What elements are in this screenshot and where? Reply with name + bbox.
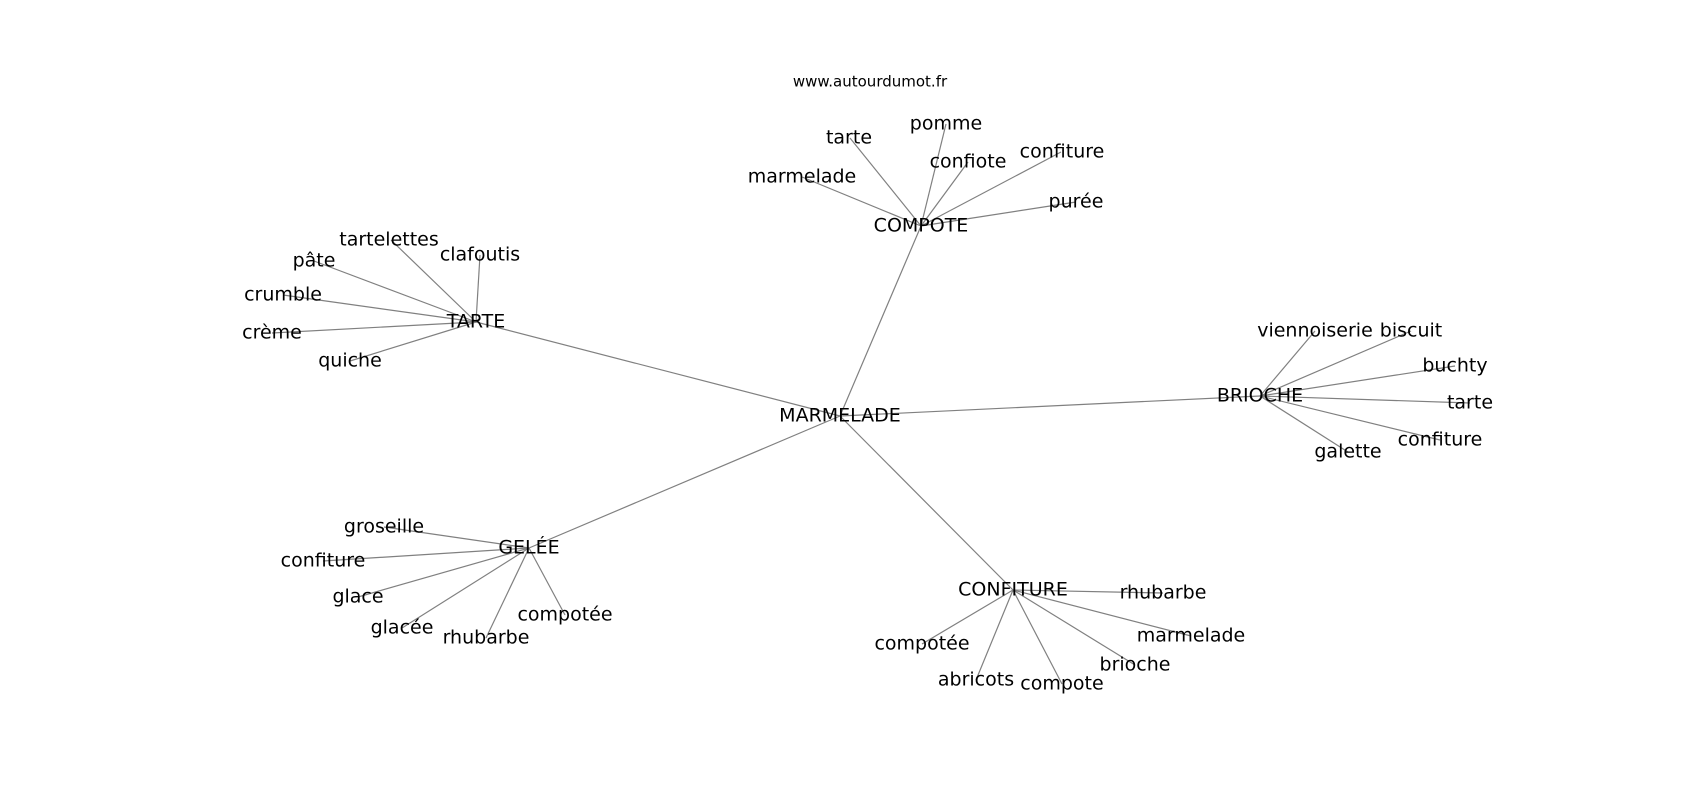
node-t-crumble: crumble xyxy=(244,284,322,306)
node-f-abricots: abricots xyxy=(938,669,1014,691)
node-f-marmelade: marmelade xyxy=(1137,625,1246,647)
edge-tarte-t-creme xyxy=(271,321,477,334)
edge-marmelade-confiture xyxy=(839,415,1014,591)
node-t-creme: crème xyxy=(242,322,302,344)
node-brioche: BRIOCHE xyxy=(1217,385,1303,407)
edge-marmelade-gelee xyxy=(528,415,841,549)
node-c-puree: purée xyxy=(1049,191,1104,213)
node-gelee: GELÉE xyxy=(498,536,559,559)
edge-compote-c-confiture xyxy=(920,151,1062,227)
edge-marmelade-compote xyxy=(839,225,922,417)
edge-compote-c-tarte xyxy=(849,137,922,227)
edge-tarte-t-crumble xyxy=(282,294,477,323)
node-t-pate: pâte xyxy=(293,250,336,272)
edge-gelee-g-confiture xyxy=(322,547,530,562)
node-f-rhubarbe: rhubarbe xyxy=(1120,582,1207,604)
edge-tarte-t-pate xyxy=(313,260,477,323)
edge-confiture-f-abricots xyxy=(975,589,1014,681)
node-g-confiture: confiture xyxy=(281,550,366,572)
edge-gelee-g-glacee xyxy=(401,547,530,629)
edge-gelee-g-groseille xyxy=(383,526,530,549)
node-c-confiote: confiote xyxy=(930,151,1007,173)
node-g-glacee: glacée xyxy=(371,617,434,639)
edge-marmelade-tarte xyxy=(475,321,841,417)
edge-tarte-t-clafoutis xyxy=(475,254,481,323)
node-c-pomme: pomme xyxy=(910,113,982,135)
node-marmelade: MARMELADE xyxy=(779,405,901,427)
node-compote: COMPOTE xyxy=(874,215,969,237)
node-t-tartelettes: tartelettes xyxy=(339,229,439,251)
edge-compote-c-marmelade xyxy=(801,176,922,227)
node-g-rhubarbe: rhubarbe xyxy=(443,627,530,649)
edge-brioche-b-biscuit xyxy=(1259,330,1412,397)
graph-labels: MARMELADE COMPOTE tarte pomme marmelade confi… xyxy=(242,113,1493,695)
edge-compote-c-pomme xyxy=(920,123,947,227)
edge-gelee-g-glace xyxy=(357,547,530,598)
node-c-confiture: confiture xyxy=(1020,141,1105,163)
node-tarte: TARTE xyxy=(446,311,506,333)
edge-gelee-g-rhubarbe xyxy=(485,547,530,639)
node-confiture: CONFITURE xyxy=(958,579,1068,601)
node-f-brioche: brioche xyxy=(1100,654,1171,676)
node-g-groseille: groseille xyxy=(344,516,424,538)
edge-confiture-f-marmelade xyxy=(1012,589,1192,637)
node-f-compotee: compotée xyxy=(874,633,969,655)
edge-compote-c-confiote xyxy=(920,161,969,227)
node-b-biscuit: biscuit xyxy=(1380,320,1442,342)
edge-confiture-f-compotee xyxy=(921,589,1014,645)
graph-edges xyxy=(271,123,1471,685)
edge-brioche-b-viennoiserie xyxy=(1259,330,1316,397)
edge-compote-c-puree xyxy=(920,201,1077,227)
node-c-marmelade: marmelade xyxy=(748,166,857,188)
node-t-clafoutis: clafoutis xyxy=(440,244,520,266)
node-c-tarte: tarte xyxy=(826,127,872,149)
node-b-tarte: tarte xyxy=(1447,392,1493,414)
node-b-confiture: confiture xyxy=(1398,429,1483,451)
edge-marmelade-brioche xyxy=(839,395,1261,417)
edge-brioche-b-confiture xyxy=(1259,395,1441,441)
edge-brioche-b-tarte xyxy=(1259,395,1471,404)
edge-tarte-t-quiche xyxy=(349,321,477,362)
edge-tarte-t-tartelettes xyxy=(390,239,477,323)
edge-confiture-f-compote xyxy=(1012,589,1063,685)
node-b-buchty: buchty xyxy=(1422,355,1487,377)
node-f-compote: compote xyxy=(1020,673,1103,695)
node-b-galette: galette xyxy=(1314,441,1381,463)
node-g-compotee: compotée xyxy=(517,604,612,626)
source-watermark: www.autourdumot.fr xyxy=(793,73,948,91)
node-t-quiche: quiche xyxy=(318,350,382,372)
edge-confiture-f-brioche xyxy=(1012,589,1136,666)
edge-confiture-f-rhubarbe xyxy=(1012,589,1164,594)
node-b-viennoiserie: viennoiserie xyxy=(1257,320,1373,342)
edge-brioche-b-buchty xyxy=(1259,365,1456,397)
node-g-glace: glace xyxy=(332,586,383,608)
edge-brioche-b-galette xyxy=(1259,395,1349,453)
edge-gelee-g-compotee xyxy=(528,547,566,616)
